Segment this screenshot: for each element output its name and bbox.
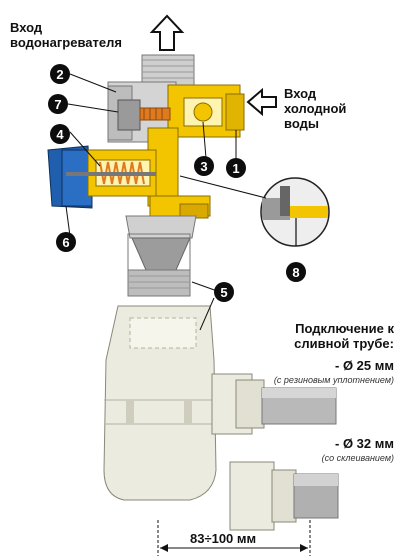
marker-5: 5 [214, 282, 234, 302]
inlet-left-arrow [246, 87, 277, 117]
cold-water-line3: воды [284, 115, 319, 131]
drain-line1: Подключение к [295, 321, 394, 336]
valve-body-brass [147, 84, 245, 219]
d32-label: - Ø 32 мм [335, 436, 394, 451]
drain-line2: сливной трубе: [294, 335, 394, 351]
cold-water-label: Вход холодной воды [284, 86, 347, 132]
outlet-up-arrow [149, 14, 185, 51]
d25-note: (с резиновым уплотнением) [273, 375, 394, 385]
cold-water-line2: холодной [284, 100, 347, 116]
heater-inlet-label: Вход водонагревателя [10, 20, 122, 51]
check-valve-inner [117, 99, 171, 131]
cold-water-line1: Вход [284, 86, 317, 101]
safety-valve [47, 145, 157, 209]
marker-2: 2 [50, 64, 70, 84]
d25-label: - Ø 25 мм [335, 358, 394, 373]
heater-inlet-line1: Вход [10, 20, 43, 35]
marker-1: 1 [226, 158, 246, 178]
drain-label: Подключение к сливной трубе: [294, 321, 394, 352]
detail-inset [179, 175, 330, 247]
dimension-label: 83÷100 мм [190, 531, 257, 546]
siphon-body [103, 305, 217, 501]
marker-7: 7 [48, 94, 68, 114]
marker-4: 4 [50, 124, 70, 144]
marker-8: 8 [286, 262, 306, 282]
marker-6: 6 [56, 232, 76, 252]
dimension-line [157, 520, 311, 556]
marker-3: 3 [194, 156, 214, 176]
lower-funnel [125, 215, 197, 297]
heater-inlet-line2: водонагревателя [10, 34, 122, 50]
outlet-d25 [211, 373, 337, 435]
outlet-d32 [229, 461, 339, 531]
d32-note: (со склеиванием) [321, 453, 394, 463]
